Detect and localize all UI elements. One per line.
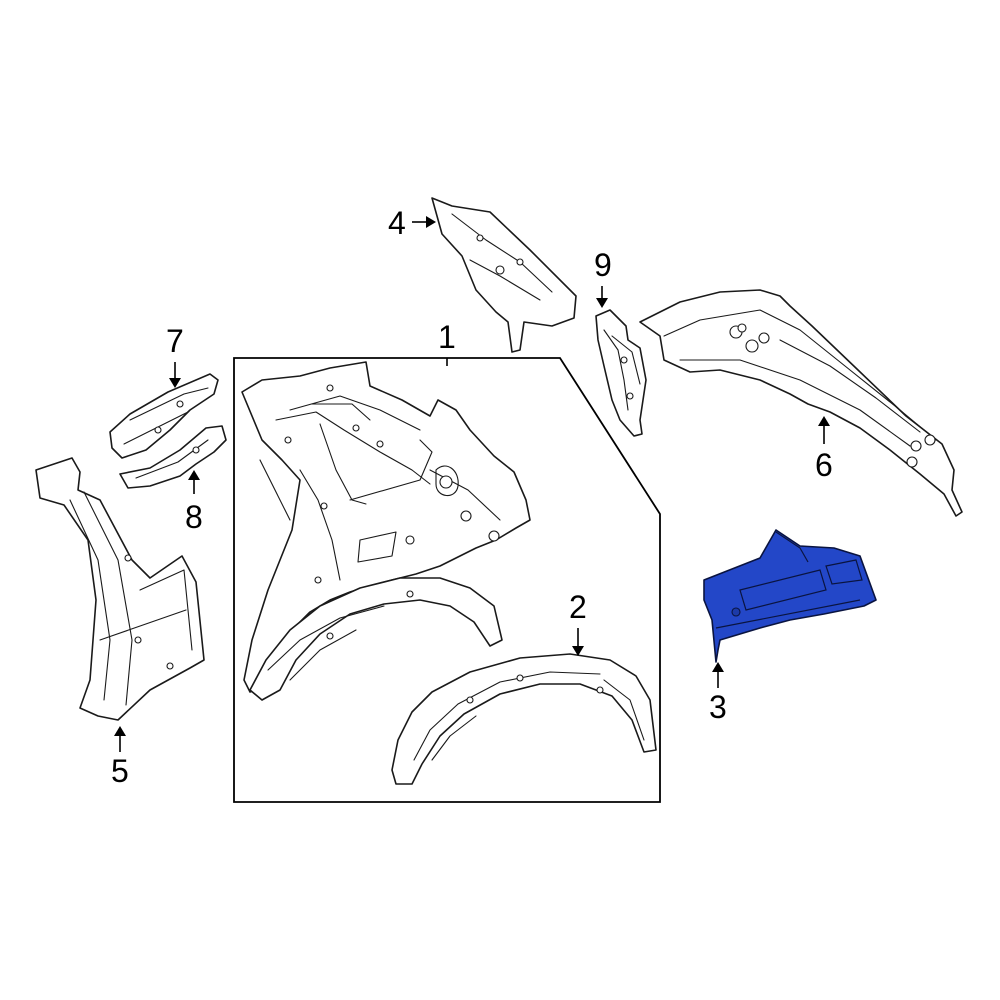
callout-6: 6 bbox=[815, 447, 833, 483]
part-1-quarter-inner-panel[interactable] bbox=[241, 361, 531, 701]
part-5-rear-pillar[interactable] bbox=[35, 457, 205, 721]
callout-labels: 1 2 3 4 5 6 7 8 9 bbox=[111, 205, 833, 789]
leaders bbox=[114, 216, 830, 752]
part-3-reinforcement-highlighted[interactable] bbox=[703, 529, 877, 663]
part-2-wheelhouse[interactable] bbox=[391, 653, 657, 785]
part-4-upper-reinforcement[interactable] bbox=[431, 197, 577, 353]
callout-7: 7 bbox=[166, 323, 184, 359]
part-8-lower-bracket[interactable] bbox=[119, 425, 227, 489]
callout-3: 3 bbox=[709, 689, 727, 725]
callout-5: 5 bbox=[111, 753, 129, 789]
part-9-pillar-bracket[interactable] bbox=[595, 309, 647, 437]
callout-2: 2 bbox=[569, 589, 587, 625]
callout-4: 4 bbox=[388, 205, 406, 241]
part-7-upper-bracket[interactable] bbox=[109, 373, 219, 459]
callout-1: 1 bbox=[438, 319, 456, 355]
callout-9: 9 bbox=[594, 247, 612, 283]
part-6-rail-extension[interactable] bbox=[639, 289, 963, 517]
callout-8: 8 bbox=[185, 499, 203, 535]
assembly-frame bbox=[233, 357, 661, 803]
